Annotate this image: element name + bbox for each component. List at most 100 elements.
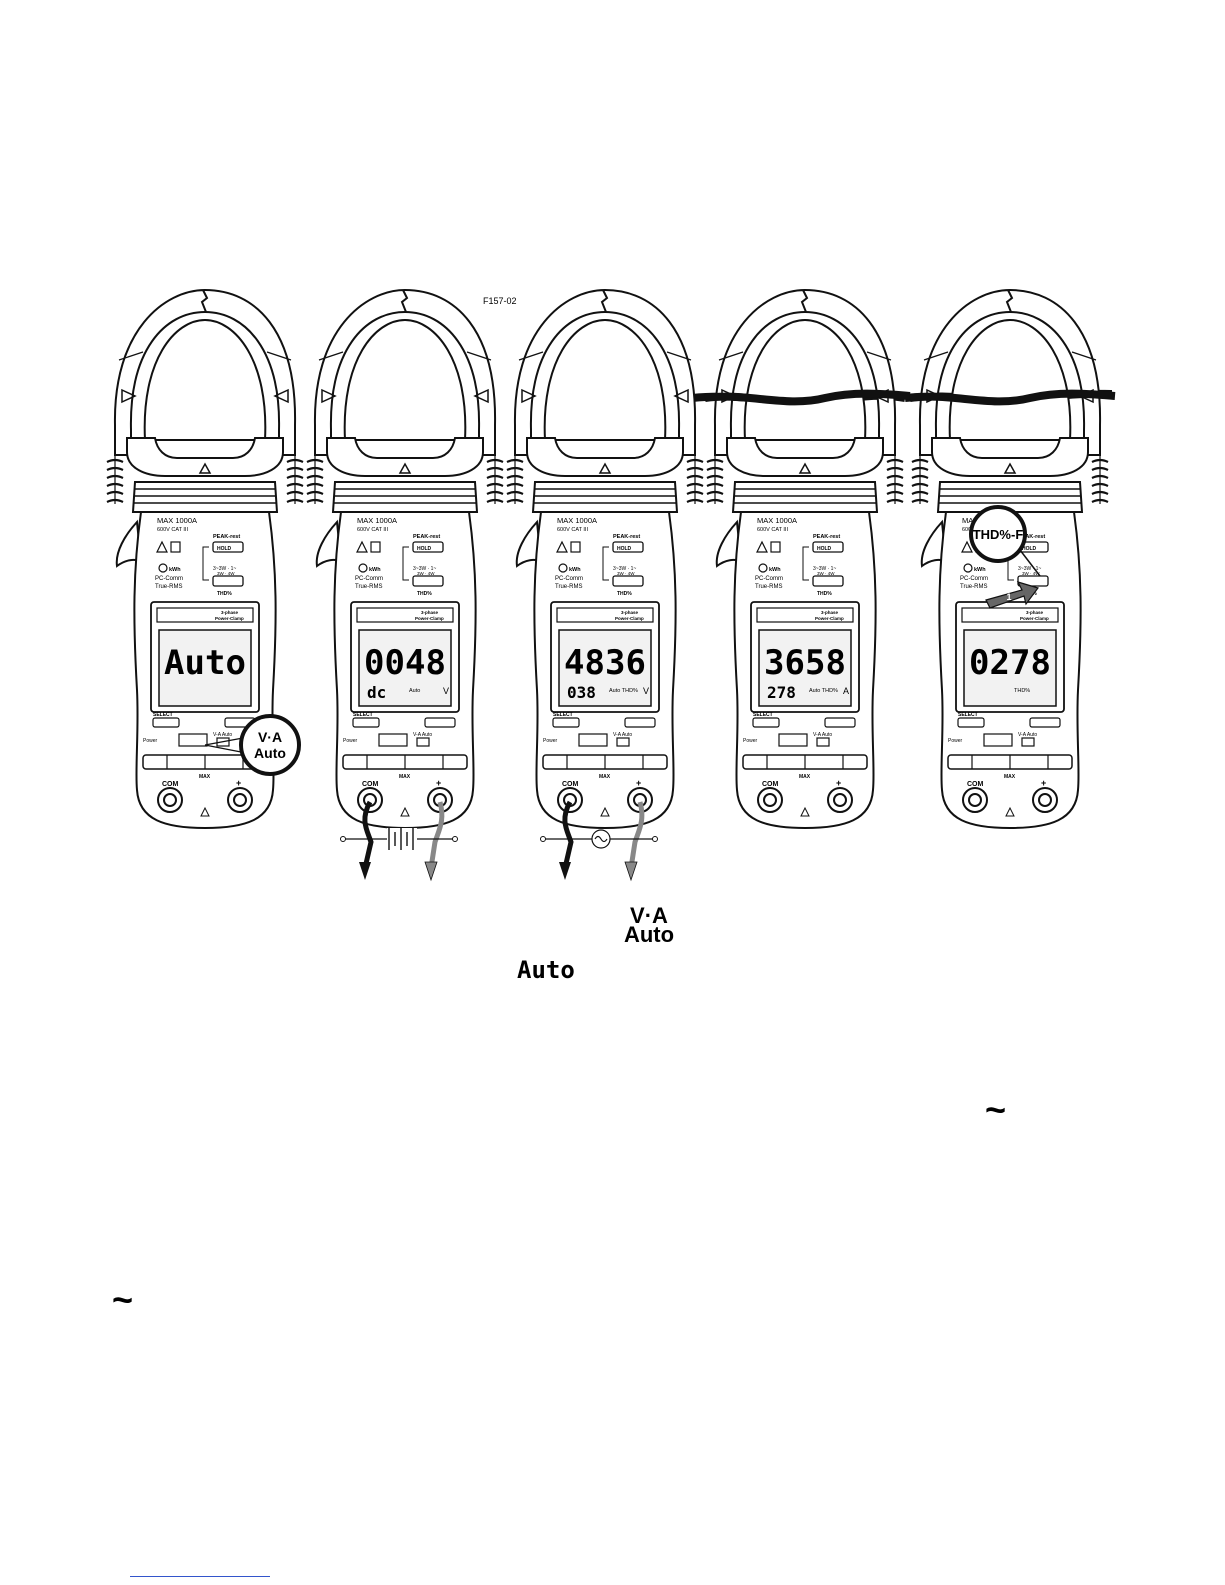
lcd-main-reading: 4836 bbox=[564, 643, 646, 683]
max-label: MAX bbox=[1004, 774, 1016, 780]
hold-label: HOLD bbox=[217, 546, 232, 552]
max-label: MAX bbox=[799, 774, 811, 780]
lcd-small-label: Auto bbox=[409, 688, 420, 694]
phase-wire2-label: 3W · 4W bbox=[417, 571, 435, 576]
select-label: SELECT bbox=[553, 712, 573, 718]
com-label: COM bbox=[362, 781, 379, 788]
circuit-terminal bbox=[340, 836, 346, 842]
com-label: COM bbox=[562, 781, 579, 788]
max-rating-label: MAX 1000A bbox=[357, 516, 397, 525]
lcd-main-reading: 3658 bbox=[764, 643, 846, 683]
max-rating-label: MAX 1000A bbox=[557, 516, 597, 525]
kwh-label: kWh bbox=[769, 567, 781, 573]
pc-comm-label: PC-Comm bbox=[355, 576, 383, 582]
pc-comm-label: PC-Comm bbox=[555, 576, 583, 582]
kwh-label: kWh bbox=[169, 567, 181, 573]
callout-line1: THD%-F bbox=[973, 527, 1024, 542]
max-rating-label: MAX 1000A bbox=[157, 516, 197, 525]
phase-wire-label: 3~3W · 1~ bbox=[1018, 566, 1041, 572]
phase-wire-label: 3~3W · 1~ bbox=[813, 566, 836, 572]
power-label: Power bbox=[743, 738, 758, 744]
kwh-label: kWh bbox=[569, 567, 581, 573]
true-rms-label: True-RMS bbox=[155, 584, 182, 590]
cat-rating-label: 600V CAT III bbox=[757, 527, 788, 533]
phase-wire-label: 3~3W · 1~ bbox=[213, 566, 236, 572]
circuit-terminal bbox=[452, 836, 458, 842]
brand-line1-label: 3-phase bbox=[421, 610, 439, 615]
step-badge: 1 bbox=[1006, 592, 1011, 602]
brand-line2-label: Power-Clamp bbox=[815, 616, 844, 621]
plus-label: + bbox=[236, 778, 241, 788]
lcd-sub-reading: dc bbox=[367, 683, 386, 702]
brand-line1-label: 3-phase bbox=[821, 610, 839, 615]
va-symbol-line2: Auto bbox=[624, 922, 674, 947]
callout-leader bbox=[204, 737, 244, 746]
true-rms-label: True-RMS bbox=[960, 584, 987, 590]
battery-icon bbox=[387, 828, 417, 850]
true-rms-label: True-RMS bbox=[355, 584, 382, 590]
lcd-main-reading: 0048 bbox=[364, 643, 446, 683]
va-auto-label: V-A Auto bbox=[813, 732, 832, 738]
va-auto-label: V-A Auto bbox=[1018, 732, 1037, 738]
red-probe-tip bbox=[624, 861, 638, 882]
footer-link-underline[interactable] bbox=[130, 1576, 270, 1577]
kwh-label: kWh bbox=[974, 567, 986, 573]
thd-label: THD% bbox=[817, 591, 832, 597]
lcd-sub-reading: 038 bbox=[567, 683, 596, 702]
phase-wire2-label: 3W · 4W bbox=[817, 571, 835, 576]
max-label: MAX bbox=[599, 774, 611, 780]
va-auto-label: V-A Auto bbox=[413, 732, 432, 738]
callout-line2: Auto bbox=[254, 745, 286, 761]
lcd-small-label: Auto THD% bbox=[809, 688, 838, 694]
phase-wire-label: 3~3W · 1~ bbox=[413, 566, 436, 572]
plus-label: + bbox=[636, 778, 641, 788]
hold-label: HOLD bbox=[617, 546, 632, 552]
com-label: COM bbox=[762, 781, 779, 788]
lcd-sub-reading: 278 bbox=[767, 683, 796, 702]
black-test-lead bbox=[562, 800, 574, 869]
callout-leader bbox=[204, 744, 242, 753]
lcd-auto-symbol: Auto bbox=[517, 956, 575, 984]
power-label: Power bbox=[343, 738, 358, 744]
pc-comm-label: PC-Comm bbox=[960, 576, 988, 582]
peak-hold-label: PEAK-rest bbox=[413, 534, 440, 540]
thd-label: THD% bbox=[417, 591, 432, 597]
circuit-terminal bbox=[652, 836, 658, 842]
lcd-small-label: THD% bbox=[1014, 688, 1030, 694]
black-probe-tip bbox=[559, 862, 571, 880]
select-label: SELECT bbox=[958, 712, 978, 718]
thd-label: THD% bbox=[217, 591, 232, 597]
callout-leader bbox=[1019, 549, 1041, 577]
sine-wave-icon bbox=[594, 835, 608, 843]
sine-symbol-right: ~ bbox=[985, 1089, 1006, 1130]
red-probe-tip bbox=[424, 861, 438, 882]
pc-comm-label: PC-Comm bbox=[755, 576, 783, 582]
conductor-through-jaw bbox=[704, 389, 911, 406]
peak-hold-label: PEAK-rest bbox=[213, 534, 240, 540]
true-rms-label: True-RMS bbox=[755, 584, 782, 590]
conductor-through-jaw bbox=[909, 389, 1116, 406]
cat-rating-label: 600V CAT III bbox=[157, 527, 188, 533]
lcd-main-reading: 0278 bbox=[969, 643, 1051, 683]
brand-line1-label: 3-phase bbox=[221, 610, 239, 615]
black-test-lead bbox=[362, 800, 374, 869]
brand-line2-label: Power-Clamp bbox=[215, 616, 244, 621]
select-label: SELECT bbox=[153, 712, 173, 718]
plus-label: + bbox=[436, 778, 441, 788]
hold-label: HOLD bbox=[1022, 546, 1037, 552]
kwh-label: kWh bbox=[369, 567, 381, 573]
pc-comm-label: PC-Comm bbox=[155, 576, 183, 582]
phase-wire2-label: 3W · 4W bbox=[617, 571, 635, 576]
red-test-lead bbox=[428, 801, 445, 869]
max-rating-label: MAX 1000A bbox=[757, 516, 797, 525]
lcd-small-label: Auto THD% bbox=[609, 688, 638, 694]
brand-line2-label: Power-Clamp bbox=[1020, 616, 1049, 621]
circuit-terminal bbox=[540, 836, 546, 842]
cat-rating-label: 600V CAT III bbox=[557, 527, 588, 533]
callout-line1: V·A bbox=[258, 729, 282, 745]
